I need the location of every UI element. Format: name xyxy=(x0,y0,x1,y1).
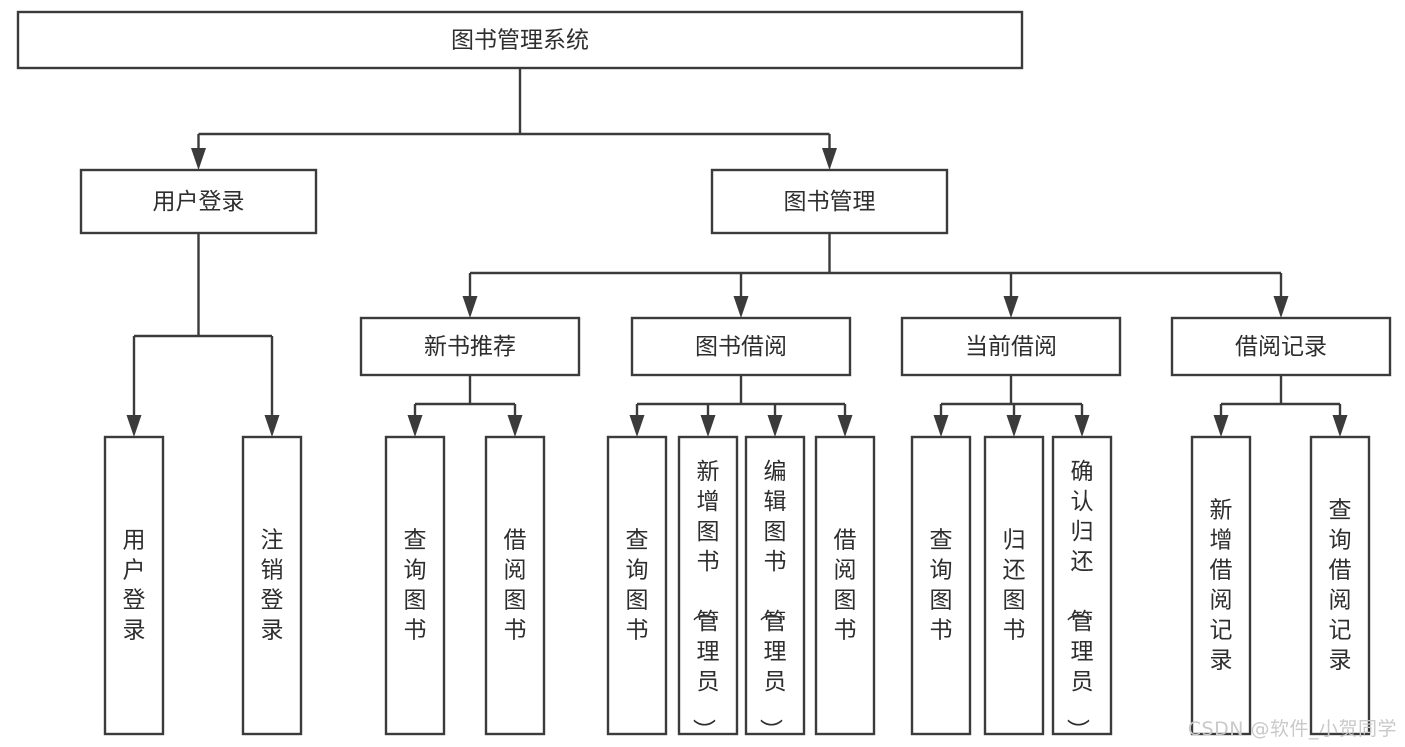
node-leaf-query-book-2[interactable]: 查询图书 xyxy=(606,435,668,736)
node-label: 查询图书 xyxy=(626,527,649,643)
connector-layer xyxy=(126,68,1348,437)
node-leaf-query-book-1[interactable]: 查询图书 xyxy=(384,435,446,736)
node-label: 图书借阅 xyxy=(695,334,787,360)
node-leaf-edit-book[interactable]: 编辑图书（管理员） xyxy=(744,435,806,742)
node-label: 查询图书 xyxy=(404,527,427,643)
node-leaf-add-record[interactable]: 新增借阅记录 xyxy=(1190,435,1252,736)
node-label: 确认归还（管理员） xyxy=(1065,459,1094,742)
node-leaf-confirm-return[interactable]: 确认归还（管理员） xyxy=(1051,435,1113,742)
node-leaf-borrow-book-1[interactable]: 借阅图书 xyxy=(484,435,546,736)
connector-group-user-login xyxy=(126,233,280,437)
node-label: 注销登录 xyxy=(261,527,284,643)
node-user-login[interactable]: 用户登录 xyxy=(79,168,318,235)
node-leaf-query-book-3[interactable]: 查询图书 xyxy=(910,435,972,736)
connector-group-current-borrow xyxy=(933,375,1090,437)
node-label: 图书管理系统 xyxy=(451,28,589,54)
connector-group-book-borrow xyxy=(629,375,853,437)
node-label: 归还图书 xyxy=(1003,527,1026,643)
node-current-borrow[interactable]: 当前借阅 xyxy=(900,316,1122,377)
node-label: 查询图书 xyxy=(930,527,953,643)
node-label: 当前借阅 xyxy=(965,334,1057,360)
node-label: 用户登录 xyxy=(123,527,146,643)
node-layer: 图书管理系统用户登录图书管理新书推荐图书借阅当前借阅借阅记录用户登录注销登录查询… xyxy=(16,10,1392,742)
connector-group-borrow-record xyxy=(1213,375,1348,437)
node-label: 用户登录 xyxy=(153,189,245,215)
node-leaf-return-book[interactable]: 归还图书 xyxy=(983,435,1045,736)
node-leaf-add-book[interactable]: 新增图书（管理员） xyxy=(677,435,739,742)
node-label: 图书管理 xyxy=(784,189,876,215)
node-label: 新增借阅记录 xyxy=(1210,497,1233,673)
node-leaf-user-login[interactable]: 用户登录 xyxy=(103,435,165,736)
node-book-manage[interactable]: 图书管理 xyxy=(710,168,949,235)
connector-group-new-book-recommend xyxy=(407,375,523,437)
node-label: 借阅图书 xyxy=(834,527,857,643)
node-label: 借阅图书 xyxy=(504,527,527,643)
node-book-borrow[interactable]: 图书借阅 xyxy=(630,316,852,377)
node-label: 新书推荐 xyxy=(424,334,516,360)
connector-group-book-manage xyxy=(462,233,1289,318)
node-leaf-borrow-book-2[interactable]: 借阅图书 xyxy=(814,435,876,736)
node-borrow-record[interactable]: 借阅记录 xyxy=(1170,316,1392,377)
node-root[interactable]: 图书管理系统 xyxy=(16,10,1024,70)
csdn-watermark: CSDN @软件_小贺同学 xyxy=(1187,718,1397,740)
node-label: 借阅记录 xyxy=(1235,334,1327,360)
node-label: 编辑图书（管理员） xyxy=(758,459,787,742)
connector-group-root xyxy=(191,68,837,170)
node-leaf-user-logout[interactable]: 注销登录 xyxy=(241,435,303,736)
node-new-book-recommend[interactable]: 新书推荐 xyxy=(359,316,581,377)
node-label: 查询借阅记录 xyxy=(1329,497,1352,673)
node-leaf-query-record[interactable]: 查询借阅记录 xyxy=(1309,435,1371,736)
node-label: 新增图书（管理员） xyxy=(691,459,720,742)
